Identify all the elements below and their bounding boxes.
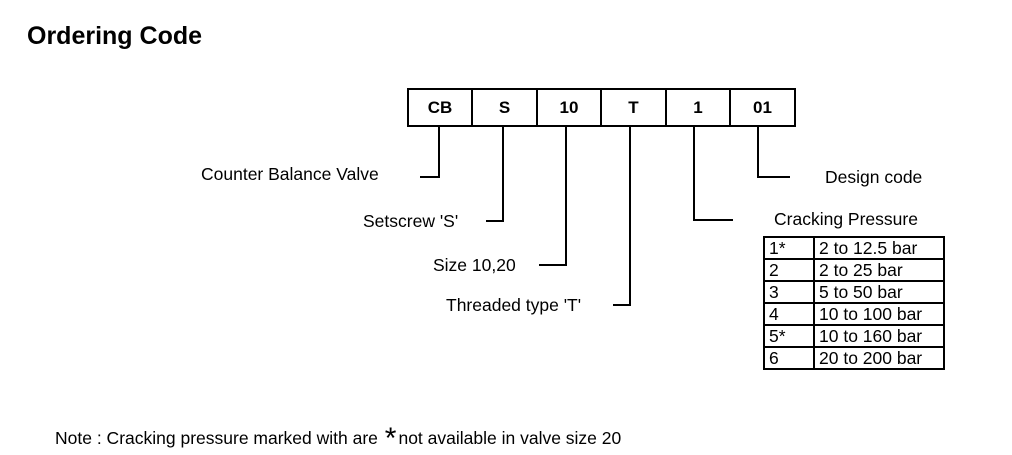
cell-range: 10 to 160 bar [813,324,945,348]
cell-range: 2 to 12.5 bar [813,236,945,260]
code-cell-size: 10 [538,90,602,125]
ordering-code-box: CB S 10 T 1 01 [407,88,796,127]
leader-lines [420,125,790,306]
label-setscrew: Setscrew 'S' [363,211,459,231]
cell-code: 1* [763,236,815,260]
label-counter-balance-valve: Counter Balance Valve [201,164,379,184]
cell-code: 6 [763,346,815,370]
code-cell-design: 01 [753,97,772,117]
label-threaded-type: Threaded type 'T' [446,295,582,315]
cell-range: 5 to 50 bar [813,280,945,304]
label-cracking-pressure: Cracking Pressure [774,209,918,229]
label-size: Size 10,20 [433,255,516,275]
leader-design [757,125,790,178]
asterisk-mark: * [384,422,397,455]
table-row: 5*10 to 160 bar [763,324,945,348]
table-row: 1*2 to 12.5 bar [763,236,945,260]
cell-range: 2 to 25 bar [813,258,945,282]
leader-s [486,125,504,222]
code-cell-s: S [473,90,538,125]
code-cell-t: T [602,90,667,125]
cell-range: 20 to 200 bar [813,346,945,370]
cell-code: 4 [763,302,815,326]
page-title: Ordering Code [27,22,203,50]
leader-cb [420,125,440,178]
footnote: Note : Cracking pressure marked with are… [55,418,622,455]
code-cell-cracking: 1 [667,90,731,125]
cell-code: 2 [763,258,815,282]
leader-t [613,125,631,306]
leader-size [539,125,567,266]
cell-code: 3 [763,280,815,304]
cell-code: 5* [763,324,815,348]
code-cell-cb: CB [409,90,473,125]
cell-range: 10 to 100 bar [813,302,945,326]
note-text-after: not available in valve size 20 [398,428,622,448]
label-design-code: Design code [825,167,923,187]
leader-cracking [693,125,733,221]
note-text-before: Note : Cracking pressure marked with are [55,428,378,448]
